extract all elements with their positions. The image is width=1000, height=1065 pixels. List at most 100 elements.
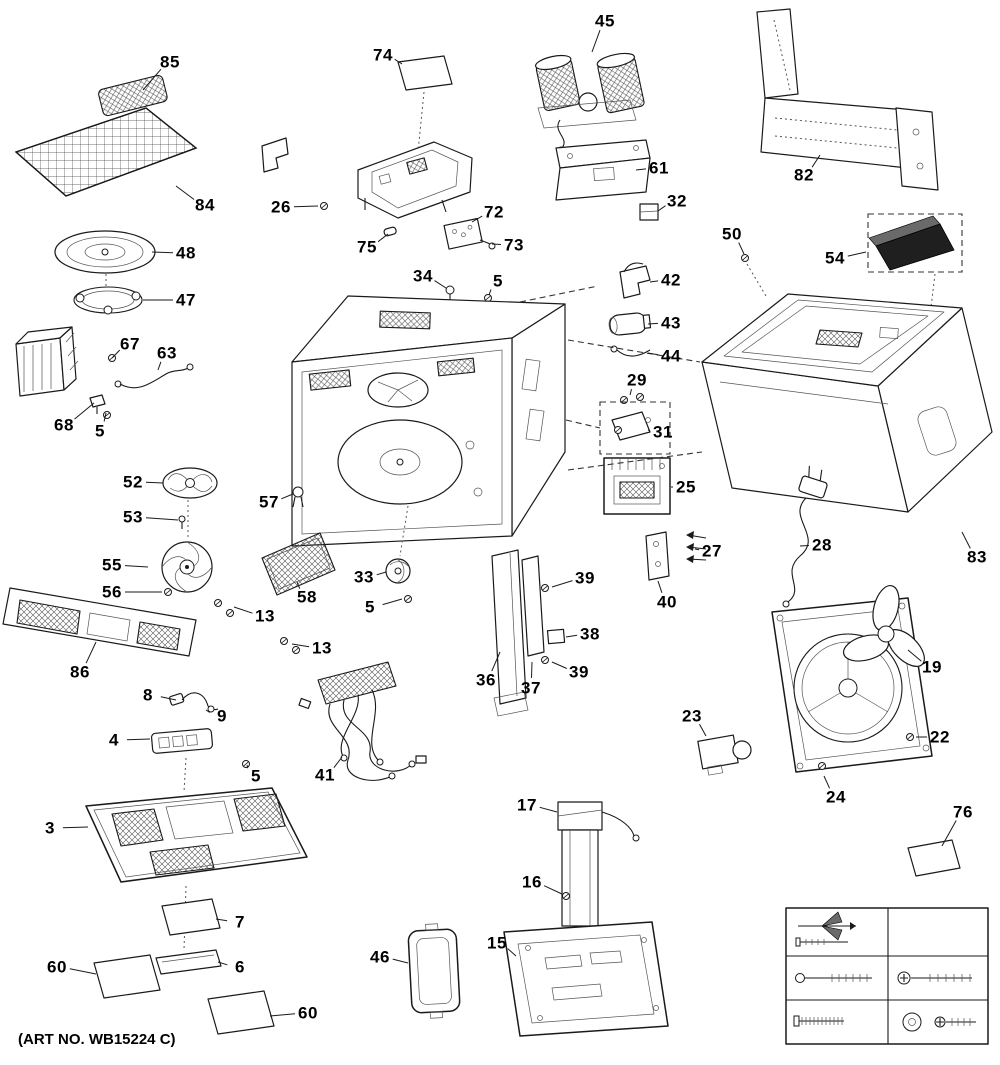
screw-22-icon — [906, 733, 914, 741]
part-callout-53: 53 — [123, 507, 143, 527]
part-oven-cavity — [291, 295, 566, 547]
part-callout-41: 41 — [315, 765, 335, 785]
part-clip-68 — [89, 394, 106, 414]
screw-56-icon — [164, 588, 172, 596]
part-callout-42: 42 — [661, 270, 681, 290]
part-bar-6 — [155, 949, 222, 975]
part-callout-73: 73 — [504, 235, 524, 255]
part-card-74 — [397, 55, 453, 91]
part-callout-54: 54 — [825, 248, 845, 268]
part-callout-9: 9 — [217, 706, 227, 726]
part-callout-38: 38 — [580, 624, 600, 644]
part-exhaust-duct — [557, 801, 640, 927]
screw-5d-icon — [404, 595, 412, 603]
part-outer-cabinet — [701, 293, 993, 513]
part-callout-50: 50 — [722, 224, 742, 244]
part-callout-85: 85 — [160, 52, 180, 72]
part-callout-82: 82 — [794, 165, 814, 185]
part-fan-blade-upper — [162, 467, 218, 499]
part-callout-24: 24 — [826, 787, 846, 807]
part-fan-blade-19 — [842, 584, 925, 667]
part-wire-rack — [14, 107, 198, 197]
screw-24-icon — [818, 762, 826, 770]
part-callout-5: 5 — [95, 421, 105, 441]
part-bracket-61 — [555, 139, 651, 201]
part-base-tray-15 — [503, 921, 669, 1037]
screw-5c-icon — [484, 294, 492, 302]
part-callout-15: 15 — [487, 933, 507, 953]
part-callout-83: 83 — [967, 547, 987, 567]
part-retainer-clip — [178, 515, 186, 529]
part-vent-grille — [2, 587, 197, 657]
part-callout-26: 26 — [271, 197, 291, 217]
part-callout-84: 84 — [195, 195, 215, 215]
part-panel-60a — [93, 954, 161, 999]
part-callout-17: 17 — [517, 795, 537, 815]
part-callout-56: 56 — [102, 582, 122, 602]
part-callout-5: 5 — [493, 271, 503, 291]
part-callout-36: 36 — [476, 670, 496, 690]
part-bracket-40 — [645, 531, 670, 581]
part-power-cord — [782, 465, 828, 608]
part-callout-58: 58 — [297, 587, 317, 607]
part-callout-3: 3 — [45, 818, 55, 838]
part-callout-72: 72 — [484, 202, 504, 222]
part-callout-28: 28 — [812, 535, 832, 555]
part-callout-25: 25 — [676, 477, 696, 497]
part-small-bracket-26 — [261, 137, 289, 173]
part-fan-blade-lower — [161, 541, 213, 593]
part-callout-52: 52 — [123, 472, 143, 492]
part-wire-harness — [298, 661, 427, 781]
part-mounting-bracket — [756, 8, 939, 191]
part-callout-22: 22 — [930, 727, 950, 747]
part-callout-8: 8 — [143, 685, 153, 705]
part-callout-86: 86 — [70, 662, 90, 682]
part-roller-ring — [73, 286, 143, 315]
part-nut-75 — [383, 226, 397, 237]
part-callout-43: 43 — [661, 313, 681, 333]
part-callout-29: 29 — [627, 370, 647, 390]
part-callout-40: 40 — [657, 592, 677, 612]
part-callout-33: 33 — [354, 567, 374, 587]
part-callout-39: 39 — [575, 568, 595, 588]
long-screw-icon — [795, 973, 872, 983]
part-callout-13: 13 — [312, 638, 332, 658]
part-kit-31 — [599, 401, 671, 455]
screw-arrows-27 — [686, 531, 707, 563]
part-callout-75: 75 — [357, 237, 377, 257]
machine-screw-icon — [793, 1015, 844, 1027]
part-callout-4: 4 — [109, 730, 119, 750]
part-frame-46 — [407, 923, 461, 1019]
part-latch-board — [150, 728, 214, 754]
part-wire-44 — [610, 345, 651, 357]
part-board-72 — [443, 217, 483, 250]
art-number-text: (ART NO. WB15224 C) — [18, 1031, 176, 1048]
part-callout-31: 31 — [653, 422, 673, 442]
part-callout-57: 57 — [259, 492, 279, 512]
part-callout-47: 47 — [176, 290, 196, 310]
part-card-76 — [907, 839, 961, 877]
part-callout-76: 76 — [953, 802, 973, 822]
part-callout-19: 19 — [922, 657, 942, 677]
part-thermostat-harness — [114, 363, 194, 389]
part-push-clip-57 — [292, 486, 304, 508]
part-motor-23 — [697, 734, 752, 776]
part-callout-48: 48 — [176, 243, 196, 263]
part-duct-column — [491, 549, 566, 717]
part-callout-63: 63 — [157, 343, 177, 363]
part-stirrer-33 — [385, 558, 411, 584]
part-callout-23: 23 — [682, 706, 702, 726]
screw-5b-icon — [242, 760, 250, 768]
part-callout-7: 7 — [235, 912, 245, 932]
part-panel-7 — [161, 898, 221, 936]
toggle-bolt-icon — [795, 911, 856, 947]
part-callout-39: 39 — [569, 662, 589, 682]
part-callout-34: 34 — [413, 266, 433, 286]
part-callout-55: 55 — [102, 555, 122, 575]
part-charcoal-filter — [98, 74, 168, 117]
part-callout-5: 5 — [365, 597, 375, 617]
part-blower-assembly — [534, 52, 645, 154]
part-callout-27: 27 — [702, 541, 722, 561]
